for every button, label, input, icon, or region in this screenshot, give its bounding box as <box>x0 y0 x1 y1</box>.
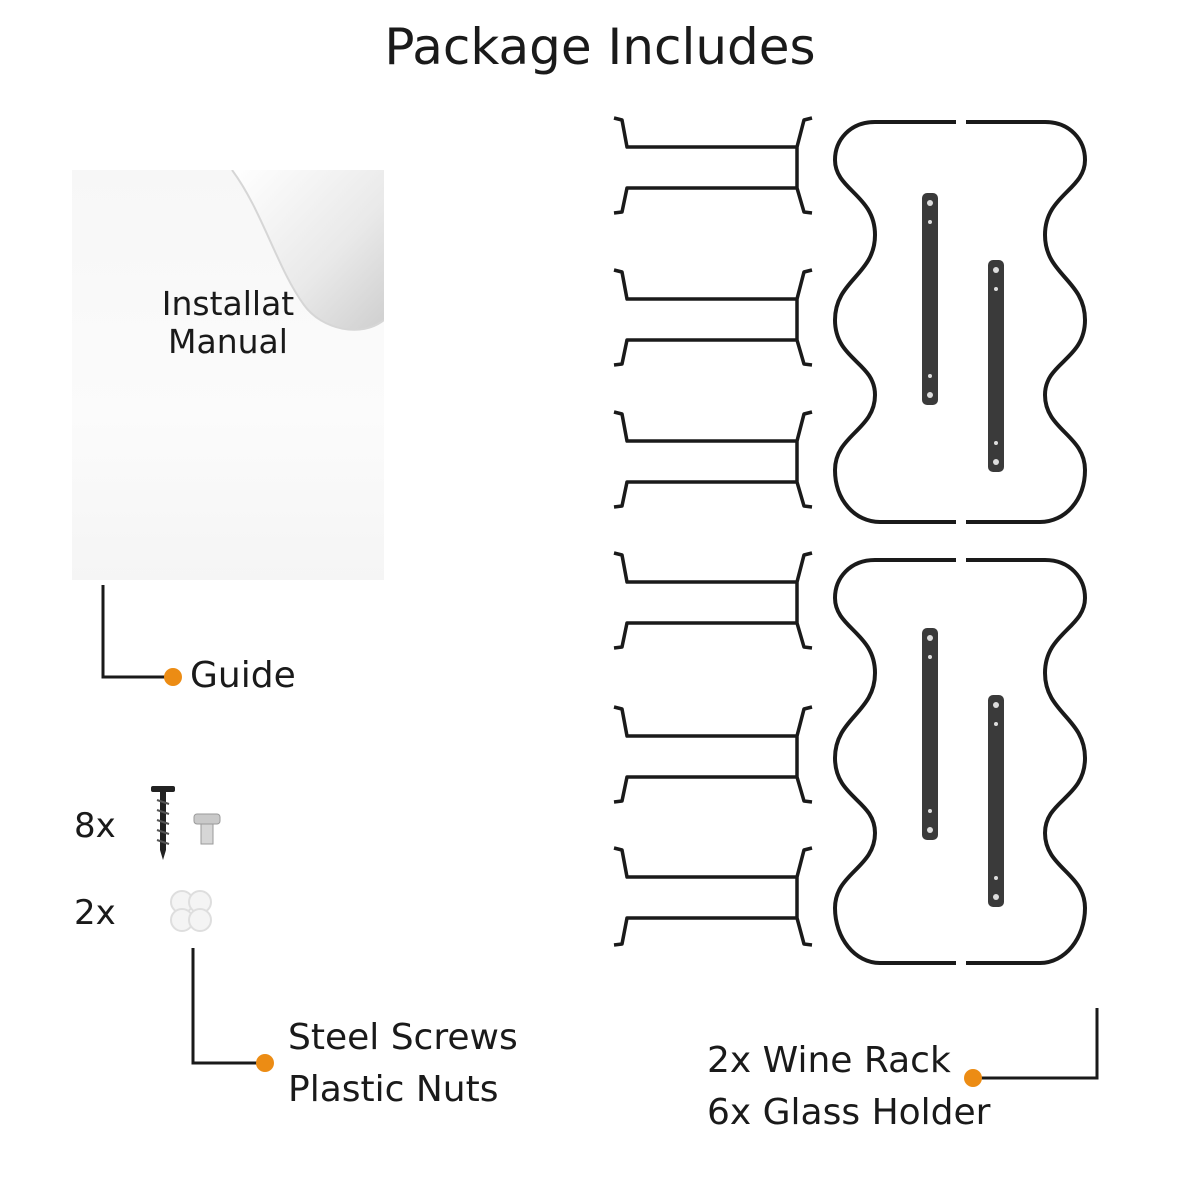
plastic-nut-icon <box>170 890 212 932</box>
nut-count: 2x <box>74 893 116 933</box>
wine-rack <box>833 558 1087 965</box>
glass-holder <box>613 705 813 804</box>
manual-title-line2: Manual <box>168 322 288 361</box>
glass-holder <box>613 846 813 947</box>
glass-holder <box>613 410 813 509</box>
screw-icon <box>151 786 175 860</box>
rack-dot-icon <box>964 1069 982 1087</box>
wine-rack <box>833 120 1087 524</box>
rack-label: 2x Wine Rack 6x Glass Holder <box>707 1035 990 1139</box>
page-title: Package Includes <box>384 18 816 76</box>
glass-holder <box>613 116 813 215</box>
screw-count: 8x <box>74 806 116 846</box>
page-curl-icon <box>231 170 384 331</box>
hardware-label-line2: Plastic Nuts <box>288 1069 499 1110</box>
bolt-icon <box>193 813 221 845</box>
guide-dot-icon <box>164 668 182 686</box>
manual-title-line1: Installat <box>161 284 295 323</box>
rack-label-line1: 2x Wine Rack <box>707 1040 951 1081</box>
glass-holder <box>613 268 813 367</box>
mounting-bar <box>922 193 1004 472</box>
hardware-label: Steel Screws Plastic Nuts <box>288 1012 518 1116</box>
guide-label: Guide <box>190 655 296 696</box>
hardware-label-line1: Steel Screws <box>288 1017 518 1058</box>
rack-leader-line <box>975 1008 1099 1080</box>
guide-leader-line <box>101 585 172 679</box>
manual-title: Installat Manual <box>72 285 384 361</box>
hardware-leader-line <box>191 948 265 1065</box>
rack-label-line2: 6x Glass Holder <box>707 1092 991 1133</box>
hardware-dot-icon <box>256 1054 274 1072</box>
glass-holder-group <box>613 116 813 947</box>
glass-holder <box>613 551 813 650</box>
mounting-bar <box>922 628 1004 907</box>
